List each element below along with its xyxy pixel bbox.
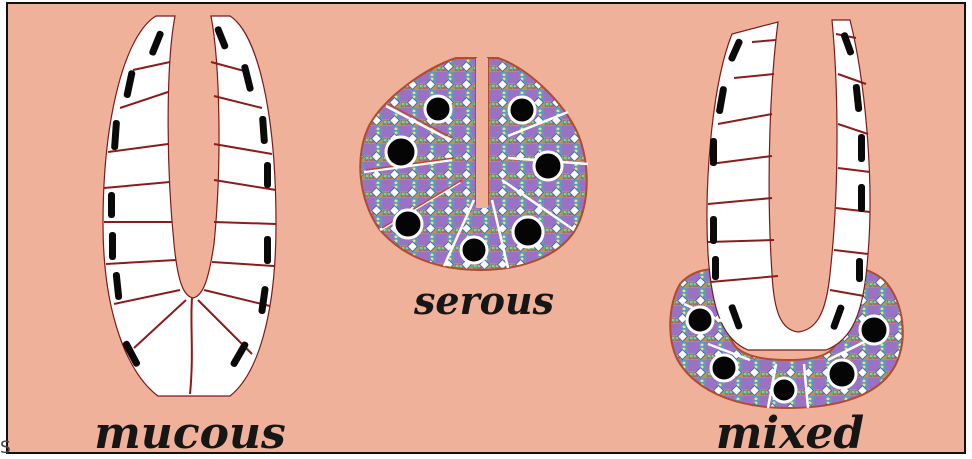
serous-lumen — [476, 58, 488, 208]
gland-acini-diagram: serous mucous mixed — [8, 4, 964, 452]
label-mucous: mucous — [94, 408, 285, 452]
label-serous: serous — [413, 278, 554, 323]
diagram-frame: serous mucous mixed — [6, 2, 966, 454]
stray-fragment: S — [0, 438, 11, 458]
label-mixed: mixed — [716, 408, 864, 452]
